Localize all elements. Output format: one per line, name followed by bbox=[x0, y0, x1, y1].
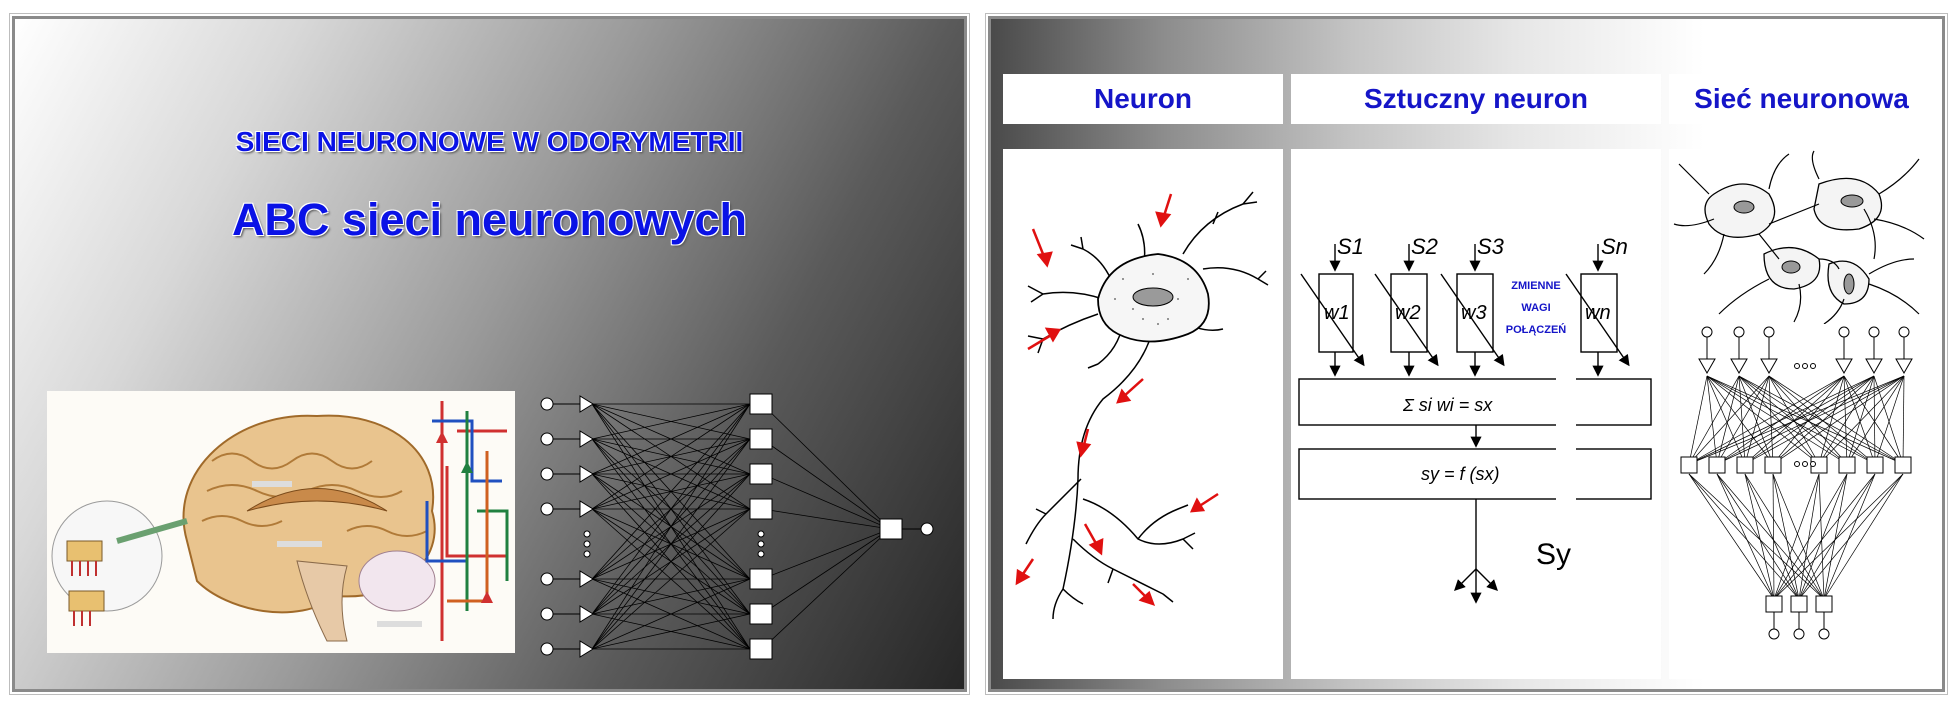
output-terminal bbox=[1768, 628, 1780, 640]
output-node bbox=[879, 518, 903, 540]
output-terminal bbox=[920, 522, 934, 536]
input-triangle bbox=[1865, 358, 1883, 375]
hidden-node bbox=[1708, 456, 1726, 474]
slide-title: SIECI NEURONOWE W ODORYMETRII bbox=[235, 126, 744, 157]
input-triangle bbox=[579, 500, 594, 518]
hidden-node bbox=[749, 428, 773, 450]
input-node bbox=[1868, 326, 1880, 338]
input-node bbox=[1733, 326, 1745, 338]
header-neural-network: Sieć neuronowa bbox=[1669, 74, 1934, 124]
header-artificial-neuron: Sztuczny neuron bbox=[1291, 74, 1661, 124]
input-node bbox=[540, 432, 554, 446]
ellipsis-dot bbox=[1794, 461, 1800, 467]
ellipsis-dot bbox=[1802, 363, 1808, 369]
weight-wn: wn bbox=[1585, 302, 1611, 324]
hidden-node bbox=[1736, 456, 1754, 474]
input-s3: S3 bbox=[1477, 234, 1505, 259]
output-label: Sy bbox=[1536, 538, 1571, 571]
weight-w1: w1 bbox=[1324, 302, 1350, 324]
hidden-node bbox=[1838, 456, 1856, 474]
hidden-node bbox=[749, 463, 773, 485]
output-node bbox=[1765, 595, 1783, 613]
weights-label-line1: ZMIENNE bbox=[1511, 280, 1561, 292]
input-triangle bbox=[579, 570, 594, 588]
input-node bbox=[1701, 326, 1713, 338]
weights-label-line2: WAGI bbox=[1521, 302, 1550, 314]
input-triangle bbox=[579, 430, 594, 448]
neural-network-panel bbox=[1669, 149, 1934, 679]
ellipsis-dot bbox=[1802, 461, 1808, 467]
hidden-node bbox=[749, 393, 773, 415]
input-node bbox=[540, 607, 554, 621]
input-node bbox=[540, 502, 554, 516]
input-triangle bbox=[1895, 358, 1913, 375]
brain-illustration bbox=[47, 391, 515, 653]
input-node bbox=[540, 642, 554, 656]
output-node bbox=[1790, 595, 1808, 613]
input-triangle bbox=[1835, 358, 1853, 375]
output-node bbox=[1815, 595, 1833, 613]
ellipsis-dot bbox=[583, 550, 591, 558]
hidden-node bbox=[749, 638, 773, 660]
ellipsis-dot bbox=[1794, 363, 1800, 369]
multilayer-network-diagram bbox=[1680, 326, 1913, 640]
input-triangle bbox=[1760, 358, 1778, 375]
weights-label-line3: POŁĄCZEŃ bbox=[1506, 323, 1567, 336]
input-s1: S1 bbox=[1337, 234, 1364, 259]
output-terminal bbox=[1818, 628, 1830, 640]
ellipsis-dot bbox=[757, 550, 765, 558]
neuron-panel bbox=[1003, 149, 1283, 679]
header-neuron: Neuron bbox=[1003, 74, 1283, 124]
input-sn: Sn bbox=[1601, 234, 1628, 259]
input-node bbox=[1763, 326, 1775, 338]
weight-w2: w2 bbox=[1395, 302, 1421, 324]
biological-neuron-drawing bbox=[1015, 191, 1269, 620]
hidden-node bbox=[749, 603, 773, 625]
feedforward-network-diagram bbox=[540, 393, 934, 660]
input-triangle bbox=[579, 395, 594, 413]
input-node bbox=[540, 397, 554, 411]
sum-formula: Σ si wi = sx bbox=[1402, 395, 1493, 415]
output-terminal bbox=[1793, 628, 1805, 640]
hidden-node bbox=[1764, 456, 1782, 474]
weight-w3: w3 bbox=[1461, 302, 1487, 324]
input-node bbox=[540, 572, 554, 586]
input-triangle bbox=[579, 465, 594, 483]
input-node bbox=[1898, 326, 1910, 338]
ellipsis-dot bbox=[1810, 363, 1816, 369]
ellipsis-dot bbox=[757, 530, 765, 538]
activation-formula: sy = f (sx) bbox=[1421, 464, 1500, 484]
input-node bbox=[1838, 326, 1850, 338]
artificial-neuron-panel: S1 S2 S3 Sn bbox=[1291, 149, 1661, 679]
hidden-node bbox=[1680, 456, 1698, 474]
slide-subtitle: ABC sieci neuronowych bbox=[231, 194, 748, 245]
input-triangle bbox=[579, 605, 594, 623]
ellipsis-dot bbox=[1810, 461, 1816, 467]
right-slide: Neuron Sztuczny neuron Sieć neuronowa bbox=[985, 13, 1948, 695]
ellipsis-dot bbox=[583, 540, 591, 548]
ellipsis-dot bbox=[757, 540, 765, 548]
hidden-node bbox=[1866, 456, 1884, 474]
input-triangle bbox=[579, 640, 594, 658]
ellipsis-dot bbox=[583, 530, 591, 538]
hidden-node bbox=[749, 568, 773, 590]
input-triangle bbox=[1730, 358, 1748, 375]
left-slide: SIECI NEURONOWE W ODORYMETRII ABC sieci … bbox=[9, 13, 970, 695]
artificial-neuron-diagram: S1 S2 S3 Sn bbox=[1298, 234, 1652, 604]
input-triangle bbox=[1698, 358, 1716, 375]
hidden-node bbox=[749, 498, 773, 520]
input-s2: S2 bbox=[1411, 234, 1438, 259]
input-node bbox=[540, 467, 554, 481]
neuron-cluster-drawing bbox=[1673, 150, 1925, 324]
hidden-node bbox=[1894, 456, 1912, 474]
